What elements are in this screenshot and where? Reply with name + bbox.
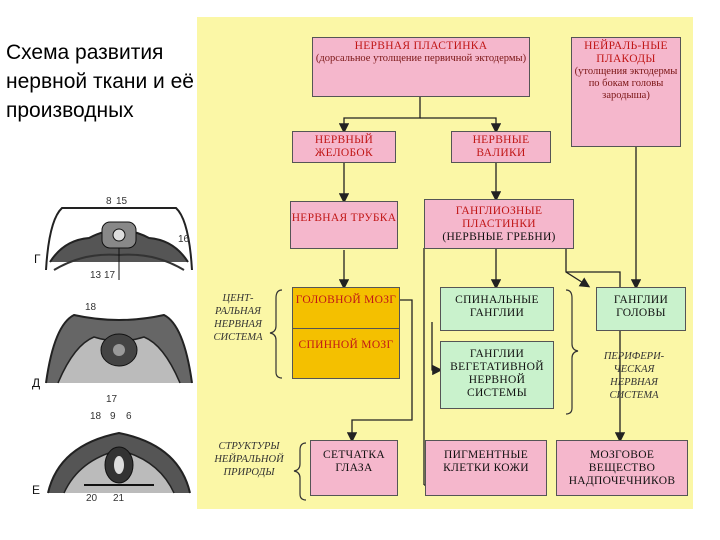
embryo-number-6: 6 (126, 411, 132, 422)
box-retina: Сетчатка глаза (310, 440, 398, 496)
embryo-number-9: 9 (110, 411, 116, 422)
embryo-number-17a: 17 (104, 270, 116, 281)
embryo-number-8: 8 (106, 196, 112, 207)
page-title: Схема развития нервной ткани и её произв… (6, 41, 194, 122)
box-pigment-cells: Пигментные клетки кожи (425, 440, 547, 496)
box-neural-groove: Нервный желобок (292, 131, 396, 163)
box-spinal-ganglia: Спинальные ганглии (440, 287, 554, 331)
box-head-ganglia: Ганглии головы (596, 287, 686, 331)
label-neural-structures: Структуры нейральной природы (214, 441, 284, 478)
box-neural-folds: Нервные валики (451, 131, 551, 163)
section-label-d: Д (32, 376, 41, 390)
embryo-number-15: 15 (116, 196, 128, 207)
section-label-e: Е (32, 483, 41, 497)
box-brain: Головной мозг (292, 287, 400, 329)
box-adrenal-medulla: Мозговое вещество надпочечников (556, 440, 688, 496)
box-neural-placodes: Нейраль-ные плакоды (утолщения эктодермы… (571, 37, 681, 147)
embryo-number-13: 13 (90, 270, 102, 281)
embryo-number-20: 20 (86, 493, 98, 504)
box-autonomic-ganglia: Ганглии вегетативной нервной системы (440, 341, 554, 409)
box-neural-plate: Нервная пластинка (дорсальное утолщение … (312, 37, 530, 97)
box-neural-tube: Нервная трубка (290, 201, 398, 249)
embryo-number-18a: 18 (85, 302, 97, 313)
embryo-section-e-illustration (47, 431, 191, 494)
embryo-number-18b: 18 (90, 411, 102, 422)
embryo-number-17b: 17 (106, 394, 118, 405)
label-peripheral-nervous-system: Перифери-ческая нервная система (603, 351, 665, 401)
label-central-nervous-system: Цент-ральная нервная система (213, 293, 263, 343)
embryo-section-g-illustration (45, 207, 193, 280)
box-spinal-cord: Спинной мозг (292, 329, 400, 379)
box-ganglion-plates: Ганглиозные пластинки (нервные гребни) (424, 199, 574, 249)
embryo-section-d-illustration (45, 313, 193, 384)
section-label-g: Г (34, 252, 41, 266)
embryo-number-21: 21 (113, 493, 125, 504)
embryo-number-16: 16 (178, 234, 190, 245)
